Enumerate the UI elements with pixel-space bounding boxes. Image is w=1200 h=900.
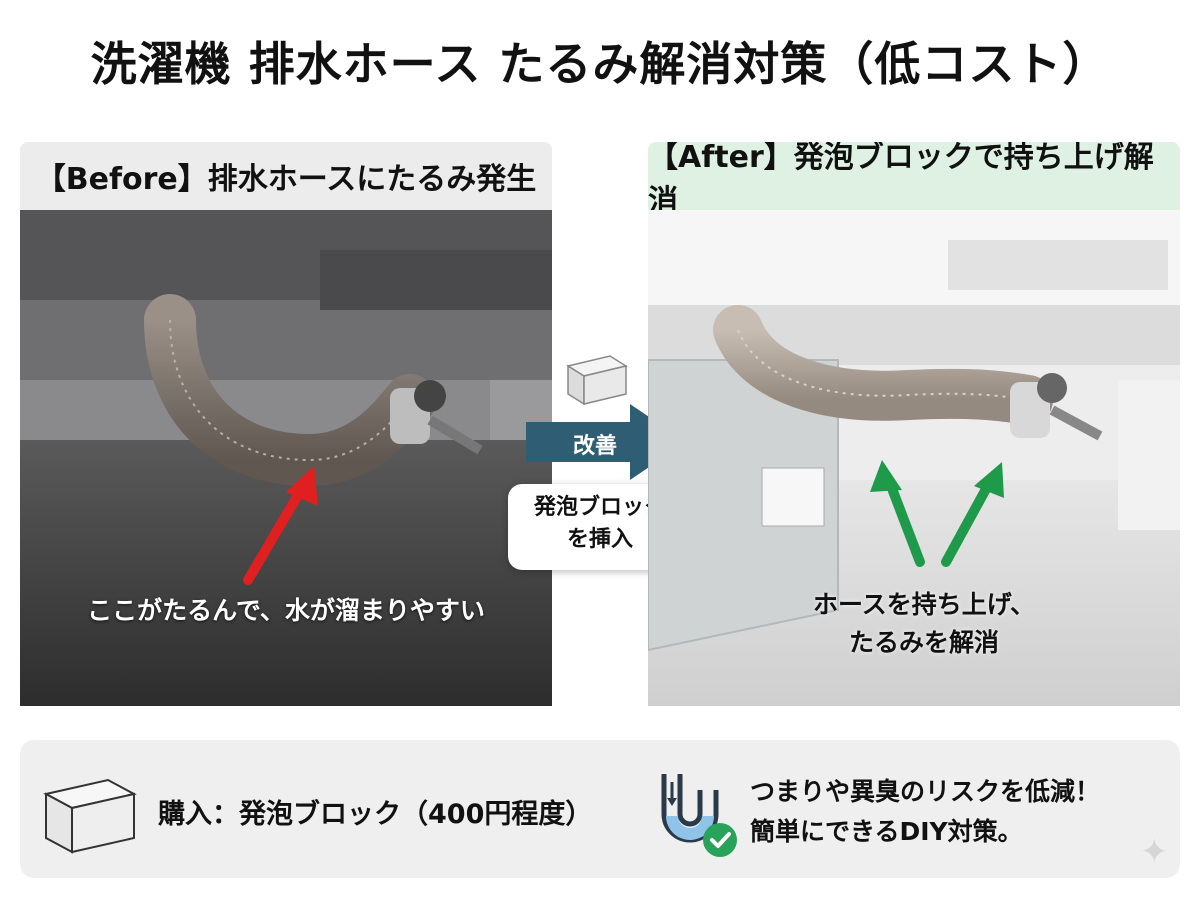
before-photo — [20, 210, 552, 706]
drain-pipe-icon — [661, 774, 719, 843]
page-title: 洗濯機 排水ホース たるみ解消対策（低コスト） — [90, 37, 1110, 91]
after-panel: 【After】発泡ブロックで持ち上げ解消 ホー — [648, 142, 1180, 706]
foam-block-icon — [43, 778, 137, 854]
purchase-note: 購入：発泡ブロック（400円程度） — [158, 799, 593, 830]
after-photo — [648, 210, 1180, 706]
insert-note-line1: 発泡ブロック — [533, 495, 666, 520]
after-header: 【After】発泡ブロックで持ち上げ解消 — [648, 142, 1180, 219]
check-icon — [703, 823, 737, 857]
benefit-line1: つまりや異臭のリスクを低減！ — [750, 777, 1101, 806]
sparkle-icon: ✦ — [1140, 832, 1169, 872]
improve-label: 改善 — [572, 434, 617, 459]
before-callout: ここがたるんで、水が溜まりやすい — [87, 596, 485, 625]
after-callout-line2: たるみを解消 — [848, 627, 999, 657]
before-panel: 【Before】排水ホースにたるみ発生 ここがたるんで、水が溜まりやすい — [20, 142, 552, 706]
after-callout: ホースを持ち上げ、 たるみを解消 — [754, 586, 1094, 661]
benefit-line2: 簡単にできるDIY対策。 — [750, 817, 1023, 846]
after-callout-line1: ホースを持ち上げ、 — [812, 590, 1035, 619]
benefit-note: つまりや異臭のリスクを低減！ 簡単にできるDIY対策。 — [750, 772, 1100, 852]
before-header: 【Before】排水ホースにたるみ発生 — [20, 142, 552, 210]
footer-summary: 購入：発泡ブロック（400円程度） つまりや異臭のリスクを低減！ 簡単にできるD… — [20, 740, 1180, 878]
foam-block-icon — [566, 355, 628, 406]
right-arrow-icon — [526, 404, 686, 480]
insert-note-line2: を挿入 — [566, 526, 633, 552]
